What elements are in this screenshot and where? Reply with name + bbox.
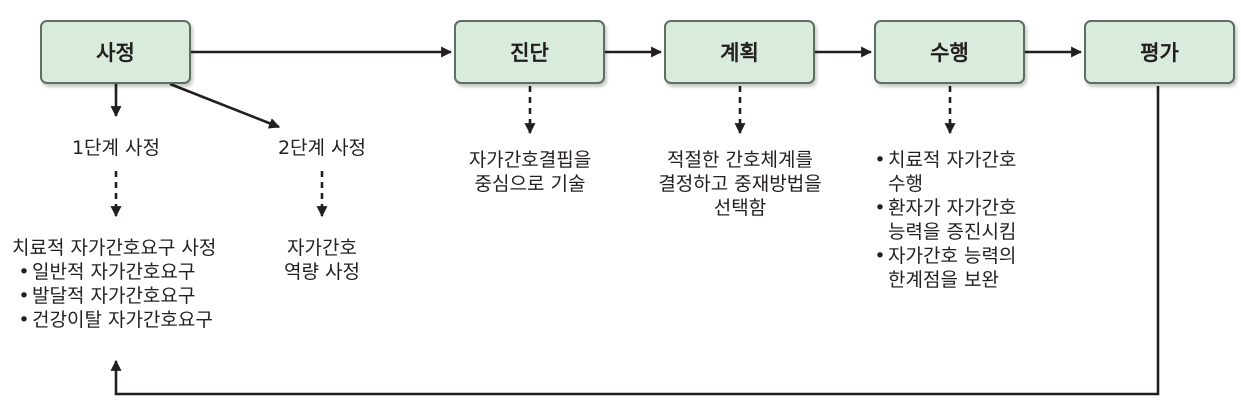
node-evaluation-label: 평가	[1140, 41, 1179, 65]
planning-detail-line: 선택함	[713, 197, 767, 219]
node-diagnosis-label: 진단	[510, 41, 549, 65]
diagnosis-detail: 자가간호결핍을 중심으로 기술	[440, 148, 620, 196]
feedback-loop-arrow	[110, 86, 1160, 396]
step2-detail-line: 역량 사정	[284, 261, 360, 283]
step1-detail: 치료적 자가간호요구 사정 일반적 자가간호요구 발달적 자가간호요구 건강이탈…	[12, 236, 216, 332]
node-planning: 계획	[664, 20, 815, 84]
step2-label: 2단계 사정	[277, 137, 367, 159]
step2-detail-line: 자가간호	[287, 237, 357, 259]
node-planning-label: 계획	[720, 41, 759, 65]
list-item: 건강이탈 자가간호요구	[16, 308, 216, 332]
step1-detail-heading: 치료적 자가간호요구 사정	[12, 237, 217, 259]
planning-detail: 적절한 간호체계를 결정하고 중재방법을 선택함	[630, 148, 850, 220]
step1-detail-list: 일반적 자가간호요구 발달적 자가간호요구 건강이탈 자가간호요구	[12, 260, 216, 332]
planning-detail-line: 적절한 간호체계를	[667, 149, 813, 171]
list-item: 치료적 자가간호 수행	[872, 148, 1016, 196]
implementation-detail: 치료적 자가간호 수행 환자가 자가간호 능력을 증진시킴 자가간호 능력의 한…	[872, 148, 1016, 292]
node-assessment: 사정	[40, 20, 191, 84]
node-implementation-label: 수행	[930, 41, 969, 65]
implementation-detail-list: 치료적 자가간호 수행 환자가 자가간호 능력을 증진시킴 자가간호 능력의 한…	[872, 148, 1016, 292]
node-evaluation: 평가	[1084, 20, 1235, 84]
planning-detail-line: 결정하고 중재방법을	[658, 173, 822, 195]
node-implementation: 수행	[874, 20, 1025, 84]
step1-label: 1단계 사정	[71, 137, 161, 159]
diagnosis-detail-line: 중심으로 기술	[474, 173, 586, 195]
list-item: 자가간호 능력의 한계점을 보완	[872, 244, 1016, 292]
diagnosis-detail-line: 자가간호결핍을	[468, 149, 592, 171]
node-diagnosis: 진단	[454, 20, 605, 84]
list-item: 환자가 자가간호 능력을 증진시킴	[872, 196, 1016, 244]
step2-detail: 자가간호 역량 사정	[262, 236, 382, 284]
list-item: 일반적 자가간호요구	[16, 260, 216, 284]
node-assessment-label: 사정	[96, 41, 135, 65]
arrow-assessment-to-step2	[169, 82, 281, 129]
list-item: 발달적 자가간호요구	[16, 284, 216, 308]
